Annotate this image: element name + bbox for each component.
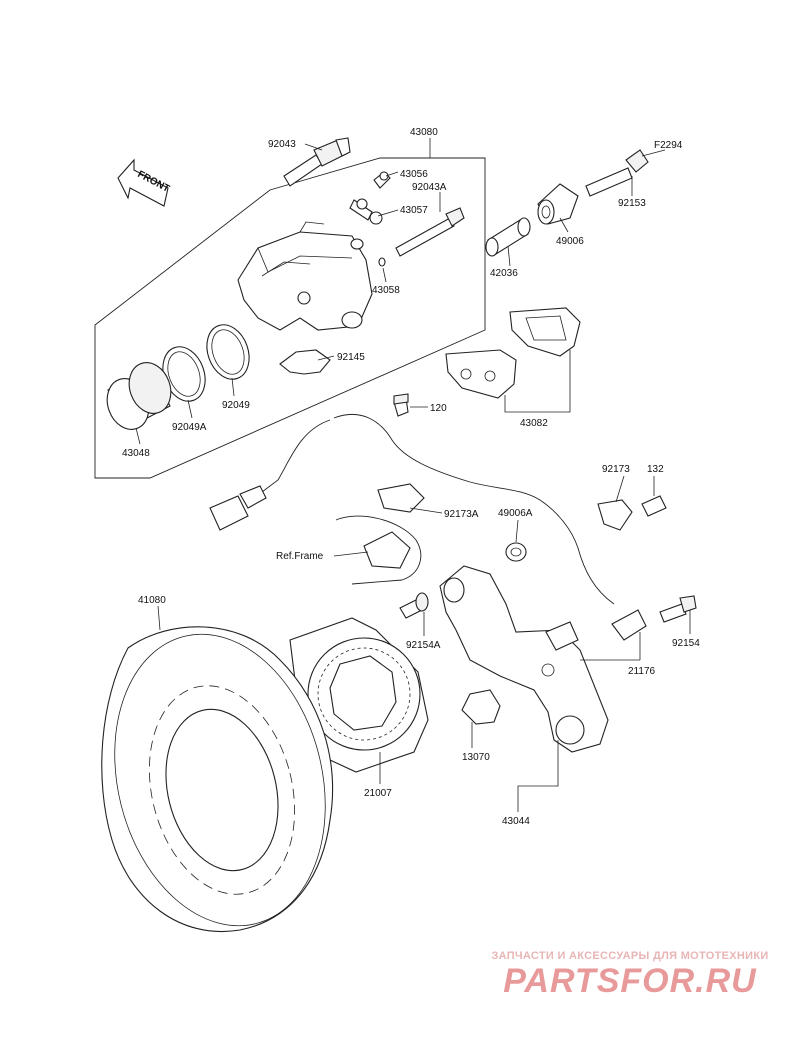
watermark-brand: PARTSFOR.RU <box>503 962 757 1000</box>
label-92043a: 92043A <box>412 182 447 193</box>
label-21176: 21176 <box>628 666 656 677</box>
bolt-92153 <box>585 149 649 197</box>
collar-42036 <box>485 217 531 257</box>
pin-92043a <box>395 207 465 257</box>
label-92173a: 92173A <box>444 509 479 520</box>
label-49006: 49006 <box>556 236 584 247</box>
caliper-bracket-43044 <box>439 565 609 753</box>
leader-lines <box>135 138 691 812</box>
label-43056: 43056 <box>400 169 428 180</box>
bolt-92154 <box>659 595 697 623</box>
abs-sensor-harness <box>209 413 647 641</box>
label-92154a: 92154A <box>406 640 441 651</box>
bolt-120 <box>393 393 409 417</box>
bleeder-valve-43056 <box>373 171 391 189</box>
label-f2294: F2294 <box>654 140 683 151</box>
label-43048: 43048 <box>122 448 150 459</box>
label-43057: 43057 <box>400 205 428 216</box>
brake-disc-41080 <box>101 626 334 932</box>
piston-43048 <box>106 362 172 430</box>
label-43080: 43080 <box>410 127 438 138</box>
caliper-body <box>237 221 373 331</box>
label-13070: 13070 <box>462 752 490 763</box>
label-41080: 41080 <box>138 595 166 606</box>
label-92173: 92173 <box>602 464 630 475</box>
brake-pads-43082 <box>445 307 581 399</box>
label-43044: 43044 <box>502 816 530 827</box>
bolt-132 <box>641 495 667 517</box>
label-42036: 42036 <box>490 268 518 279</box>
label-43058: 43058 <box>372 285 400 296</box>
label-132: 132 <box>647 464 664 475</box>
label-92154: 92154 <box>672 638 700 649</box>
piston-seal-92049 <box>206 324 250 380</box>
slide-pin-92043 <box>283 137 351 187</box>
label-49006a: 49006A <box>498 508 533 519</box>
pad-spring-92145 <box>279 349 331 375</box>
grommet-49006a <box>505 542 527 562</box>
label-120: 120 <box>430 403 447 414</box>
label-92049: 92049 <box>222 400 250 411</box>
label-92153: 92153 <box>618 198 646 209</box>
watermark: ЗАПЧАСТИ И АКСЕССУАРЫ ДЛЯ МОТОТЕХНИКИ PA… <box>470 950 790 1000</box>
o-ring-43058 <box>378 257 386 267</box>
label-92145: 92145 <box>337 352 365 363</box>
ref-frame-detail <box>335 515 422 585</box>
watermark-subtitle: ЗАПЧАСТИ И АКСЕССУАРЫ ДЛЯ МОТОТЕХНИКИ <box>491 950 769 962</box>
boot-49006 <box>537 183 579 225</box>
label-92049a: 92049A <box>172 422 207 433</box>
label-21007: 21007 <box>364 788 392 799</box>
pad-guide-13070 <box>461 689 501 725</box>
caliper-assembly-outline <box>94 157 486 479</box>
front-arrow-icon: FRONT <box>117 158 171 207</box>
bleeder-cap-43057 <box>349 198 383 225</box>
ref-frame-label: Ref.Frame <box>276 551 324 562</box>
bolt-92154a <box>399 592 429 619</box>
label-43082: 43082 <box>520 418 548 429</box>
label-92043: 92043 <box>268 139 296 150</box>
